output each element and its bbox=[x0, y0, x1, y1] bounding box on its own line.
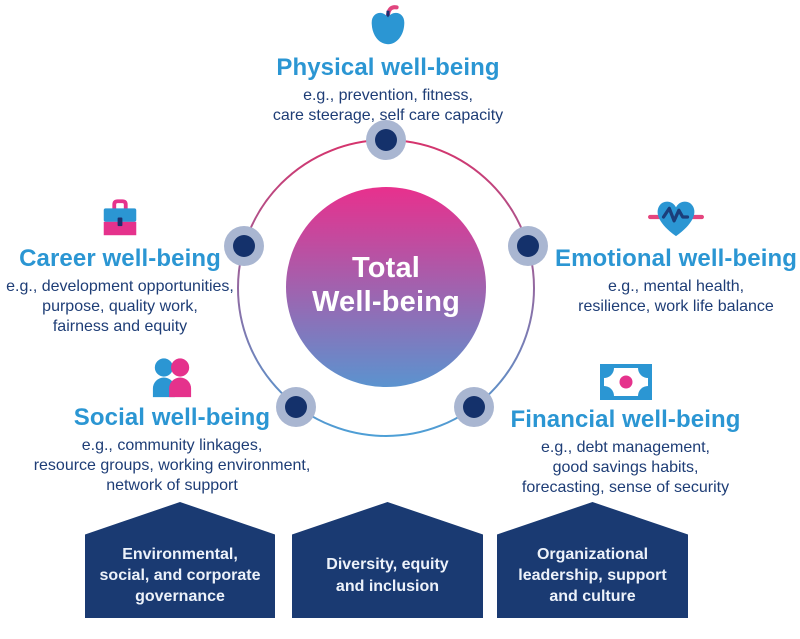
apple-icon bbox=[188, 3, 588, 49]
people-icon bbox=[22, 353, 322, 399]
node-social bbox=[276, 387, 316, 427]
category-title: Physical well-being bbox=[276, 54, 500, 81]
category-examples: e.g., mental health, resilience, work li… bbox=[578, 278, 774, 316]
foundation-banner-esg: Environmental, social, and corporate gov… bbox=[85, 502, 275, 618]
category-examples: e.g., debt management, good savings habi… bbox=[521, 439, 730, 497]
category-examples: e.g., development opportunities, purpose… bbox=[6, 278, 234, 336]
category-examples: e.g., community linkages, resource group… bbox=[33, 437, 311, 495]
category-title: Social well-being bbox=[73, 404, 271, 431]
heart-pulse-icon bbox=[548, 194, 800, 240]
foundation-banner-label: Organizational leadership, support and c… bbox=[518, 545, 667, 606]
category-emotional: Emotional well-being e.g., mental health… bbox=[548, 194, 800, 317]
banknote-icon bbox=[477, 355, 774, 401]
center-circle-label: Total Well-being bbox=[311, 252, 461, 318]
center-circle bbox=[286, 187, 486, 387]
category-title: Emotional well-being bbox=[554, 245, 797, 272]
category-social: Social well-being e.g., community linkag… bbox=[22, 353, 322, 496]
category-career: Career well-being e.g., development oppo… bbox=[0, 194, 240, 337]
node-career bbox=[224, 226, 264, 266]
category-title: Financial well-being bbox=[510, 406, 741, 433]
foundation-banner-label: Diversity, equity and inclusion bbox=[326, 556, 449, 595]
category-examples: e.g., prevention, fitness, care steerage… bbox=[272, 87, 504, 125]
briefcase-icon bbox=[0, 194, 240, 240]
node-physical bbox=[366, 120, 406, 160]
category-financial: Financial well-being e.g., debt manageme… bbox=[477, 355, 774, 498]
node-emotional bbox=[508, 226, 548, 266]
category-title: Career well-being bbox=[19, 245, 221, 272]
category-physical: Physical well-being e.g., prevention, fi… bbox=[188, 3, 588, 126]
foundation-banner-label: Environmental, social, and corporate gov… bbox=[99, 545, 261, 606]
node-financial bbox=[454, 387, 494, 427]
